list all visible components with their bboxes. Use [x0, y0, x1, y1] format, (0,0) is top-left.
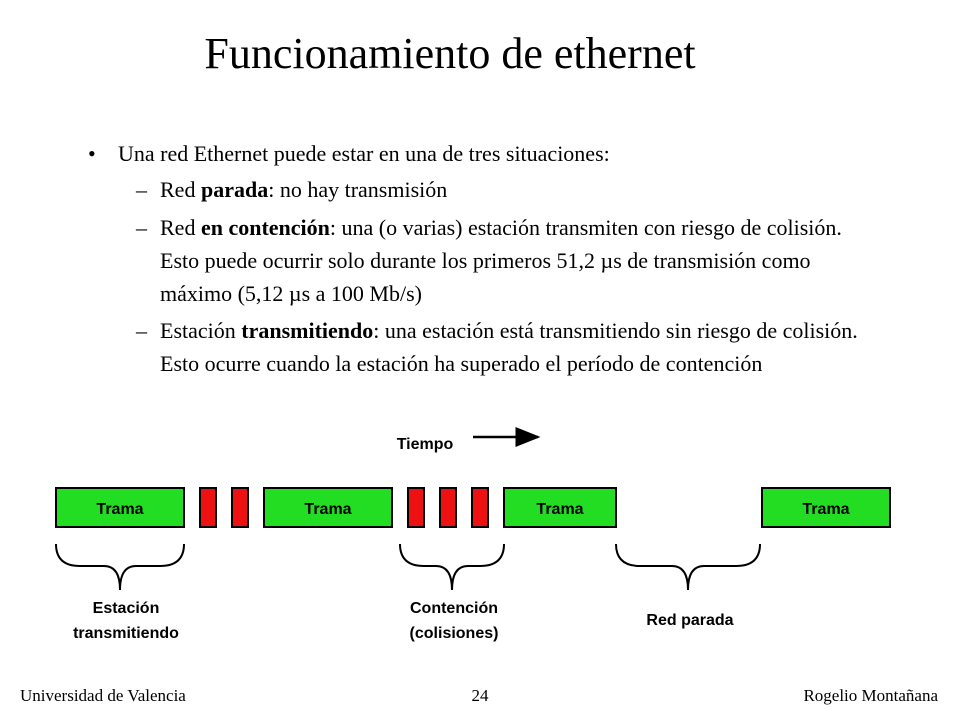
- subitem-contencion: – Red en contención: una (o varias) esta…: [136, 211, 876, 310]
- frame-label: Trama: [802, 501, 849, 518]
- time-label: Tiempo: [397, 436, 454, 453]
- group-label-contencion-line1: Contención: [410, 600, 498, 617]
- main-bullet-text: Una red Ethernet puede estar en una de t…: [118, 141, 610, 166]
- brace-red-parada: [615, 543, 761, 591]
- subitem-prefix: Estación: [160, 318, 242, 343]
- dash-marker: –: [136, 318, 147, 343]
- collision-burst: [407, 487, 425, 528]
- subitem-keyword: transmitiendo: [241, 318, 374, 343]
- group-label-red-parada: Red parada: [646, 612, 733, 629]
- subitem-keyword: parada: [200, 177, 269, 202]
- subitem-prefix: Red: [160, 215, 201, 240]
- bullet-marker: •: [88, 141, 96, 166]
- frame-box: [55, 487, 185, 528]
- brace-estacion: [55, 543, 185, 591]
- group-label-estacion-line1: Estación: [93, 600, 160, 617]
- frame-box: [761, 487, 891, 528]
- subitem-description: : una (o varias) estación transmiten con…: [160, 215, 842, 306]
- main-bullet: • Una red Ethernet puede estar en una de …: [88, 137, 610, 170]
- brace-contencion: [399, 543, 505, 591]
- subitem-red-parada: – Red parada: no hay transmisión: [136, 173, 876, 206]
- page-number: 24: [471, 686, 489, 705]
- collision-burst: [199, 487, 217, 528]
- frame-label: Trama: [96, 501, 143, 518]
- frame-label: Trama: [304, 501, 351, 518]
- subitem-description: : no hay transmisión: [268, 177, 448, 202]
- collision-burst: [439, 487, 457, 528]
- subitem-prefix: Red: [160, 177, 201, 202]
- group-label-contencion-line2: (colisiones): [410, 625, 499, 642]
- collision-burst: [231, 487, 249, 528]
- subitem-description: : una estación está transmitiendo sin ri…: [160, 318, 858, 376]
- frame-box: [263, 487, 393, 528]
- slide-title: Funcionamiento de ethernet: [204, 29, 696, 78]
- frame-box: [503, 487, 617, 528]
- footer-author: Rogelio Montañana: [803, 686, 938, 705]
- footer-institution: Universidad de Valencia: [20, 686, 186, 705]
- subitem-keyword: en contención: [200, 215, 330, 240]
- group-label-estacion-line2: transmitiendo: [73, 625, 179, 642]
- frame-label: Trama: [536, 501, 583, 518]
- subitem-transmitiendo: – Estación transmitiendo: una estación e…: [136, 314, 876, 380]
- dash-marker: –: [136, 215, 147, 240]
- dash-marker: –: [136, 177, 147, 202]
- collision-burst: [471, 487, 489, 528]
